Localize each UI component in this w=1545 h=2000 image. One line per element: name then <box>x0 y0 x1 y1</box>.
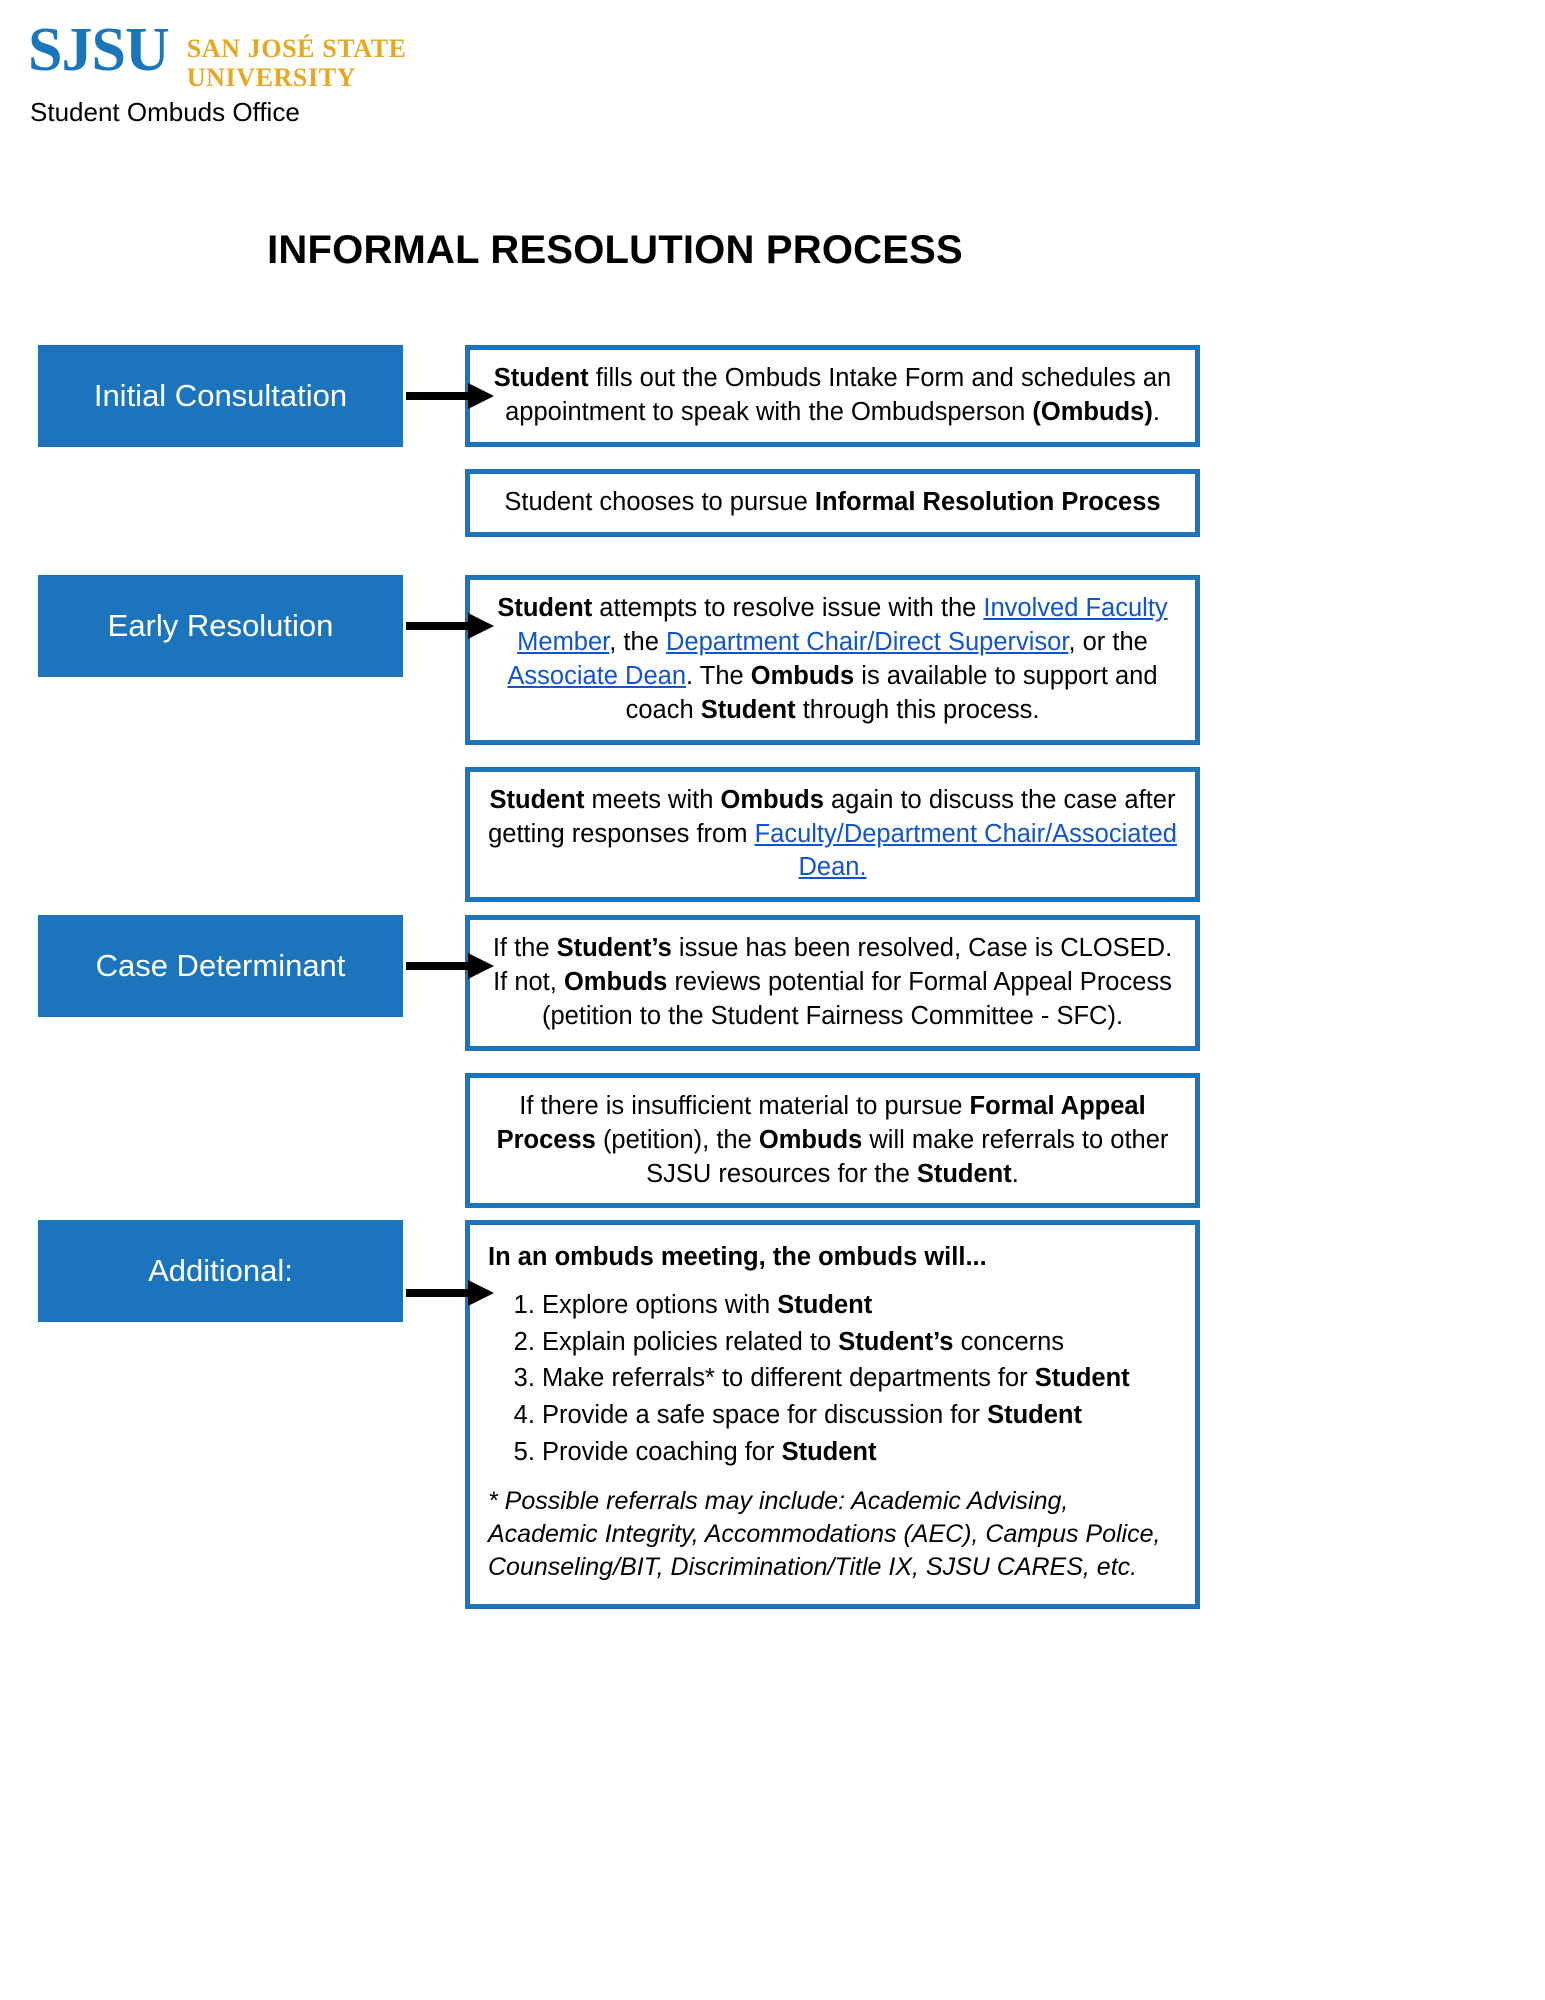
page-header: SJSU SAN JOSÉ STATE UNIVERSITY Student O… <box>28 16 728 128</box>
sjsu-wordmark: SJSU <box>28 16 170 84</box>
arrow-head <box>468 953 494 979</box>
content-column: Student attempts to resolve issue with t… <box>465 575 1545 924</box>
arrow-icon-additional <box>406 1280 494 1306</box>
content-column: Student fills out the Ombuds Intake Form… <box>465 345 1545 559</box>
arrow-icon-early <box>406 613 494 639</box>
content-column: If the Student’s issue has been resolved… <box>465 915 1545 1230</box>
inline-link[interactable]: Associate Dean <box>507 661 687 690</box>
office-name: Student Ombuds Office <box>30 97 300 128</box>
stage-label-additional[interactable]: Additional: <box>38 1220 403 1322</box>
stage-label-case-determinant[interactable]: Case Determinant <box>38 915 403 1017</box>
list-item: Provide coaching for Student <box>542 1436 1177 1470</box>
text-box-chooses-informal: Student chooses to pursue Informal Resol… <box>465 468 1200 537</box>
inline-link[interactable]: Department Chair/Direct Supervisor <box>665 627 1069 656</box>
text-box-insufficient-material: If there is insufficient material to pur… <box>465 1072 1200 1209</box>
text-box-case-closed-or-appeal: If the Student’s issue has been resolved… <box>465 915 1200 1051</box>
list-item: Explain policies related to Student’s co… <box>542 1326 1177 1360</box>
text-box-attempts-resolve: Student attempts to resolve issue with t… <box>465 575 1200 745</box>
arrow-shaft <box>406 1289 472 1297</box>
content-column: In an ombuds meeting, the ombuds will...… <box>465 1220 1545 1631</box>
arrow-head <box>468 613 494 639</box>
inline-link[interactable]: Faculty/Department Chair/Associated Dean… <box>754 819 1177 882</box>
inline-link[interactable]: Involved Faculty Member <box>517 594 1168 656</box>
arrow-head <box>468 1280 494 1306</box>
text-box-intake-form: Student fills out the Ombuds Intake Form… <box>465 345 1200 447</box>
arrow-shaft <box>406 962 472 970</box>
sjsu-logo: SJSU SAN JOSÉ STATE UNIVERSITY <box>28 16 728 92</box>
arrow-icon-case <box>406 953 494 979</box>
page-title: INFORMAL RESOLUTION PROCESS <box>267 228 963 272</box>
process-flow: Initial Consultation Student fills out t… <box>0 345 1545 1610</box>
arrow-head <box>468 383 494 409</box>
additional-footnote: * Possible referrals may include: Academ… <box>488 1487 1161 1582</box>
arrow-shaft <box>406 392 472 400</box>
arrow-icon-initial <box>406 383 494 409</box>
arrow-shaft <box>406 622 472 630</box>
section-case-determinant: Case Determinant If the Student’s issue … <box>0 915 1545 1220</box>
sjsu-university-name: SAN JOSÉ STATE UNIVERSITY <box>187 22 407 92</box>
list-item: Explore options with Student <box>542 1289 1177 1323</box>
section-early-resolution: Early Resolution Student attempts to res… <box>0 575 1545 915</box>
stage-label-early-resolution[interactable]: Early Resolution <box>38 575 403 677</box>
section-additional: Additional: In an ombuds meeting, the om… <box>0 1220 1545 1610</box>
text-box-additional-list: In an ombuds meeting, the ombuds will...… <box>465 1220 1200 1610</box>
additional-lead: In an ombuds meeting, the ombuds will... <box>488 1243 987 1271</box>
text-box-meets-again: Student meets with Ombuds again to discu… <box>465 766 1200 903</box>
section-initial-consultation: Initial Consultation Student fills out t… <box>0 345 1545 575</box>
logo-line-1: SAN JOSÉ STATE <box>186 34 407 63</box>
list-item: Make referrals* to different departments… <box>542 1362 1177 1396</box>
logo-line-2: UNIVERSITY <box>186 63 357 93</box>
list-item: Provide a safe space for discussion for … <box>542 1399 1177 1433</box>
additional-steps-list: Explore options with StudentExplain poli… <box>488 1289 1177 1469</box>
stage-label-initial-consultation[interactable]: Initial Consultation <box>38 345 403 447</box>
